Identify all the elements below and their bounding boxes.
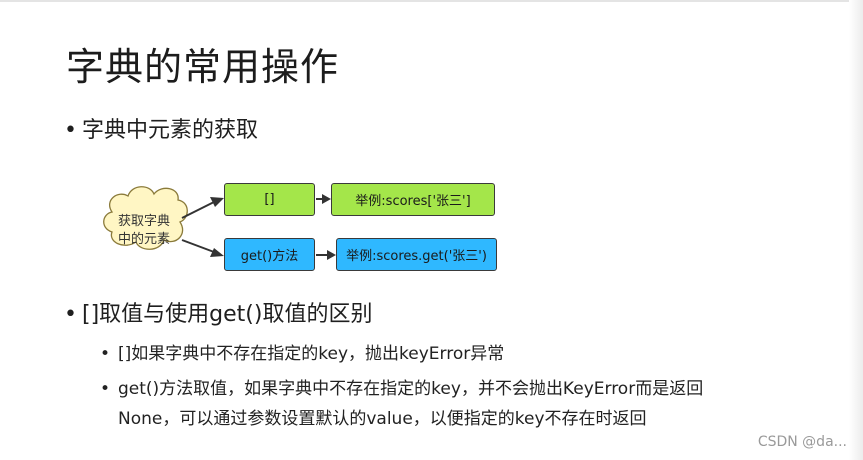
cloud-label-line1: 获取字典 xyxy=(117,214,170,229)
csdn-watermark: CSDN @da... xyxy=(757,434,847,450)
slide-title: 字典的常用操作 xyxy=(66,45,340,89)
arrow-to-bracket xyxy=(181,197,224,219)
sub-bullet-get-text-line1: get()方法取值，如果字典中不存在指定的key，并不会抛出KeyError而是… xyxy=(118,379,704,399)
get-method-box: get()方法 xyxy=(224,238,315,271)
arrow-bracket-to-example xyxy=(316,194,331,204)
bullet-difference: •[]取值与使用get()取值的区别 xyxy=(64,296,372,328)
bullet-element-access: •字典中元素的获取 xyxy=(64,112,258,144)
sub-bullet-dot: • xyxy=(100,379,111,399)
cloud-label: 获取字典 中的元素 xyxy=(106,213,182,249)
arrow-get-to-example xyxy=(316,250,336,260)
sub-bullet-bracket: • []如果字典中不存在指定的key，抛出keyError异常 xyxy=(100,339,504,364)
sub-bullet-get: • get()方法取值，如果字典中不存在指定的key，并不会抛出KeyError而… xyxy=(100,374,703,399)
bullet-dot: • xyxy=(64,302,77,327)
bracket-example-box: 举例:scores['张三'] xyxy=(331,183,495,216)
bullet-difference-text: []取值与使用get()取值的区别 xyxy=(82,302,373,327)
slide-right-edge xyxy=(849,0,863,460)
cloud-shape xyxy=(103,186,188,250)
sub-bullet-bracket-text: []如果字典中不存在指定的key，抛出keyError异常 xyxy=(118,344,505,364)
bracket-box: [] xyxy=(224,183,315,216)
slide-top-edge xyxy=(0,0,863,2)
get-example-box: 举例:scores.get('张三') xyxy=(336,238,497,271)
cloud-label-line2: 中的元素 xyxy=(117,232,170,247)
sub-bullet-get-continuation: None，可以通过参数设置默认的value，以便指定的key不存在时返回 xyxy=(118,409,647,429)
bullet-element-access-text: 字典中元素的获取 xyxy=(82,118,259,143)
sub-bullet-dot: • xyxy=(100,344,111,364)
bullet-dot: • xyxy=(64,118,77,143)
arrow-to-get xyxy=(181,239,224,257)
